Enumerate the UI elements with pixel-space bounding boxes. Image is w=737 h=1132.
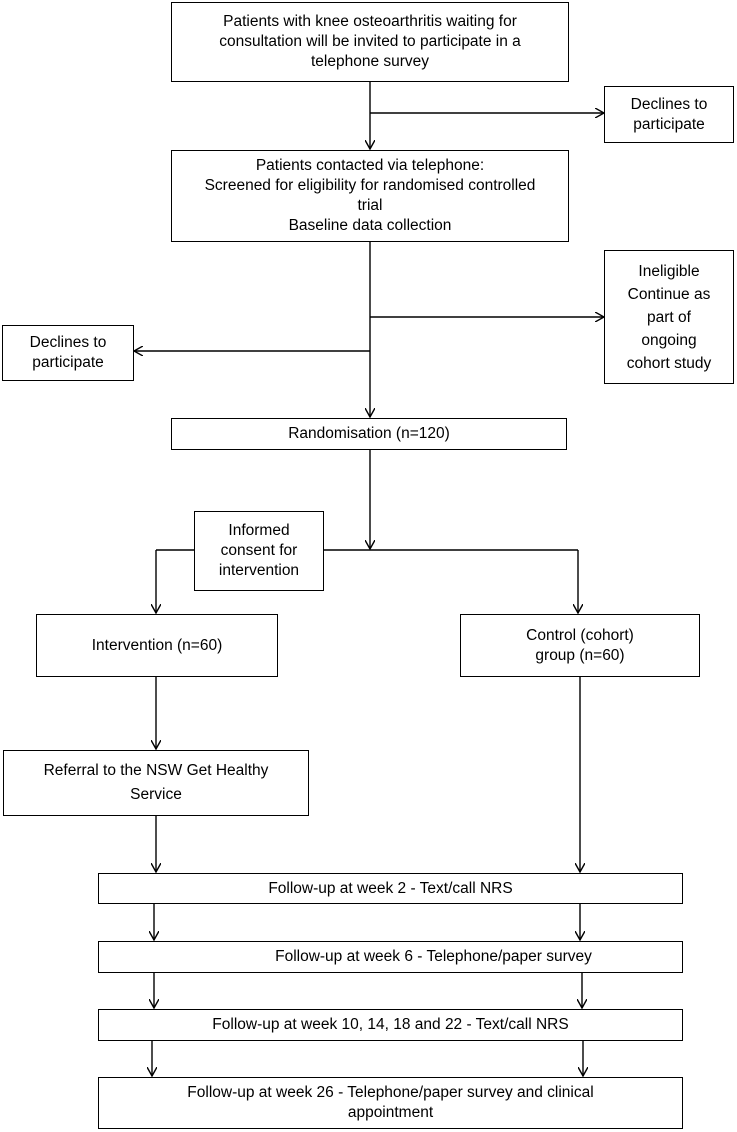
followup-week-2-box: Follow-up at week 2 - Text/call NRS	[98, 873, 683, 904]
declines-to-participate-box-2: Declines to participate	[2, 325, 134, 381]
contacted-screening-box: Patients contacted via telephone: Screen…	[171, 150, 569, 242]
invite-box: Patients with knee osteoarthritis waitin…	[171, 2, 569, 82]
followup-week-26-box: Follow-up at week 26 - Telephone/paper s…	[98, 1077, 683, 1129]
informed-consent-box: Informed consent for intervention	[194, 511, 324, 591]
referral-box: Referral to the NSW Get Healthy Service	[3, 750, 309, 816]
followup-week-10-22-box: Follow-up at week 10, 14, 18 and 22 - Te…	[98, 1009, 683, 1041]
control-group-box: Control (cohort) group (n=60)	[460, 614, 700, 677]
randomisation-box: Randomisation (n=120)	[171, 418, 567, 450]
followup-week-6-box: Follow-up at week 6 - Telephone/paper su…	[98, 941, 683, 973]
ineligible-box: Ineligible Continue as part of ongoing c…	[604, 250, 734, 384]
intervention-box: Intervention (n=60)	[36, 614, 278, 677]
declines-to-participate-box-1: Declines to participate	[604, 86, 734, 143]
